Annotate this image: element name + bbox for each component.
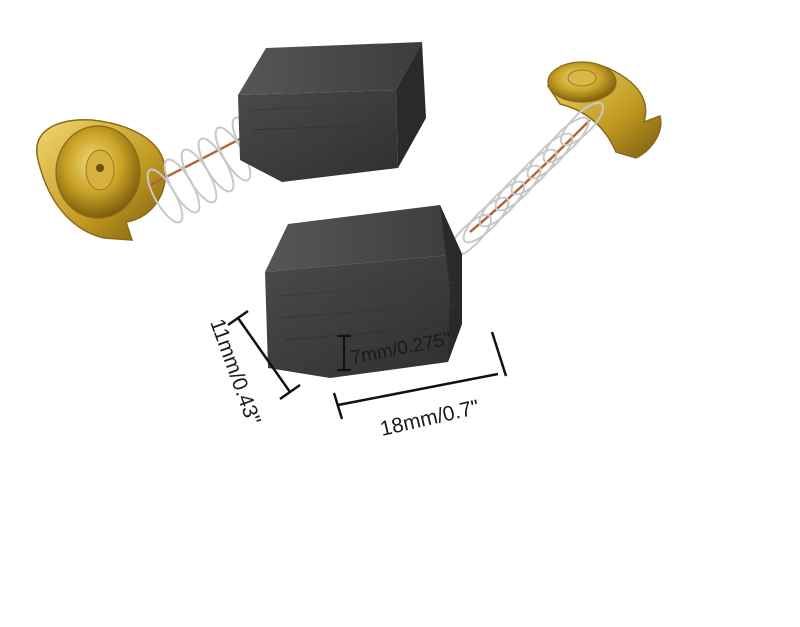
thickness-dimension <box>337 334 351 372</box>
lower-copper-wire <box>469 119 591 233</box>
length-dimension <box>332 331 508 420</box>
lower-brush <box>265 61 662 378</box>
lower-spring <box>447 101 605 259</box>
lower-brass-terminal <box>547 61 662 159</box>
height-label: 11mm/0.43" <box>205 316 265 428</box>
upper-brass-terminal <box>36 119 166 241</box>
upper-carbon-block <box>238 42 426 182</box>
height-dimension <box>227 309 301 401</box>
lower-carbon-block <box>265 205 462 378</box>
length-label: 18mm/0.7" <box>378 396 481 441</box>
upper-brush <box>36 42 426 241</box>
